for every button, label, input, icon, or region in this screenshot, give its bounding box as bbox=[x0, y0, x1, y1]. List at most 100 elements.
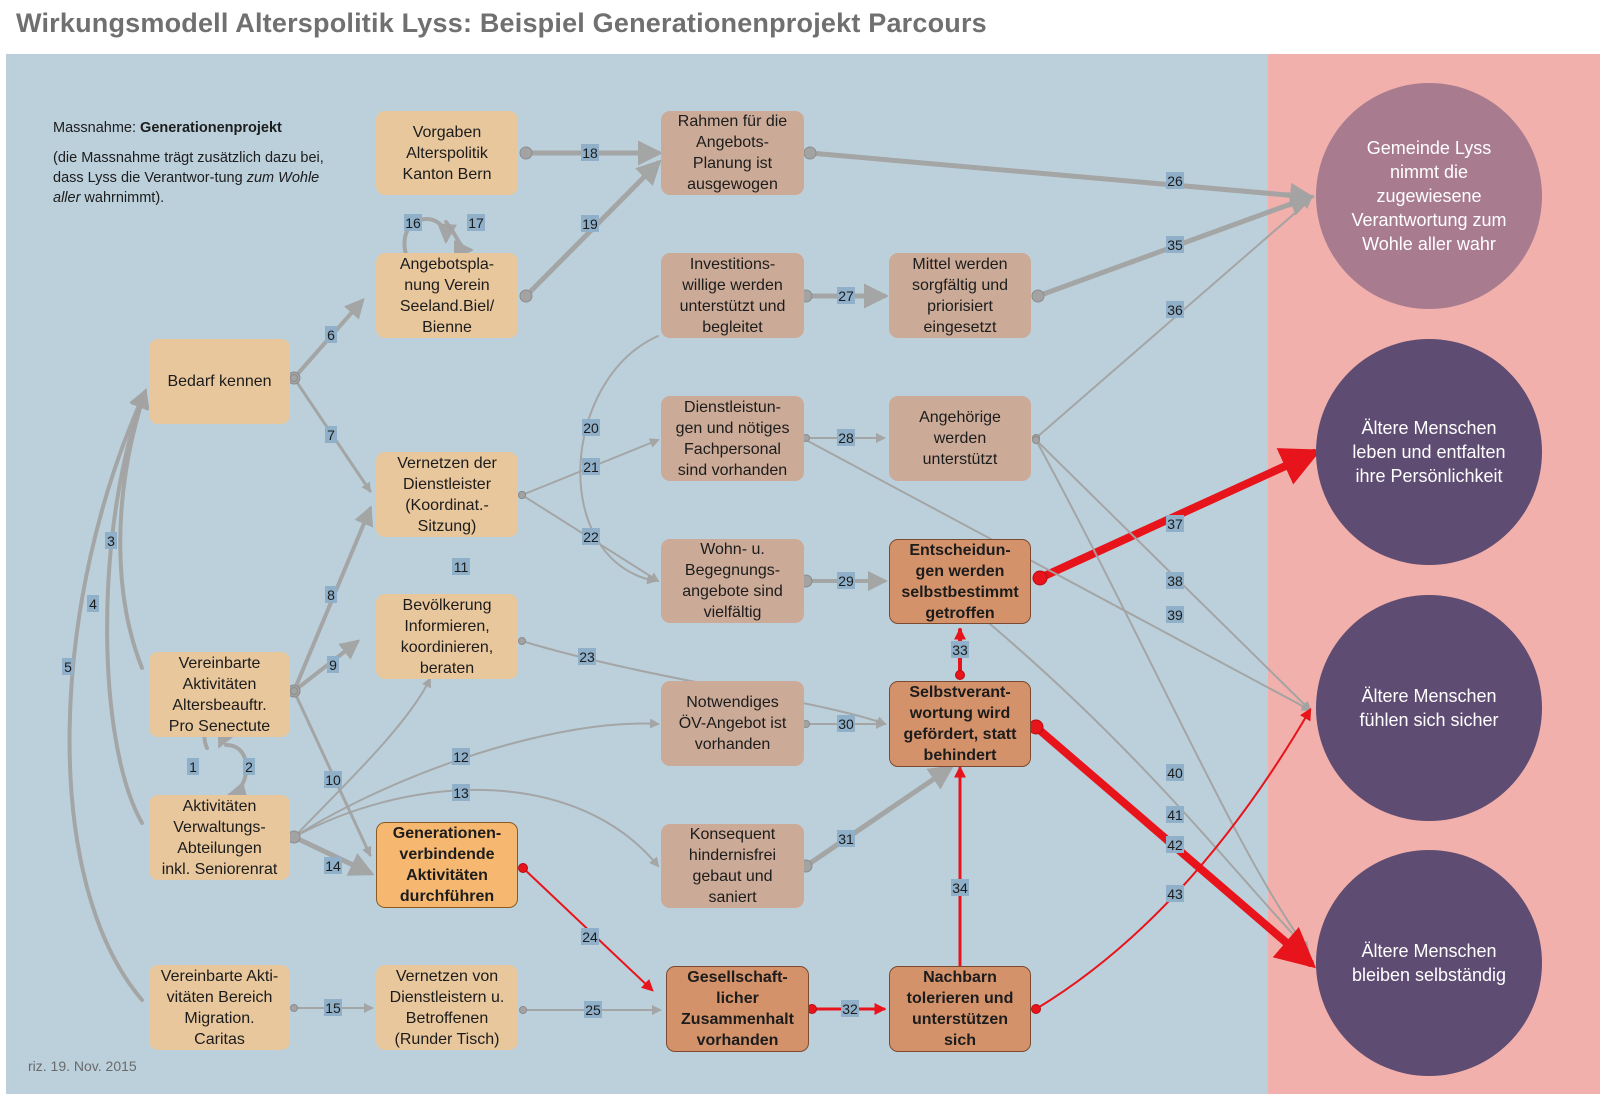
edge-label: 11 bbox=[454, 559, 469, 575]
edge-31 bbox=[803, 765, 955, 869]
edge-label-box bbox=[452, 784, 470, 801]
edge-label: 26 bbox=[1167, 173, 1183, 189]
edge-label-box bbox=[452, 558, 470, 575]
edge-label: 5 bbox=[64, 659, 72, 675]
edge-label: 27 bbox=[838, 288, 854, 304]
edge-label-box bbox=[582, 458, 600, 475]
edge-start-dot bbox=[290, 374, 298, 382]
edge-label-box bbox=[467, 214, 485, 231]
edge-label-box bbox=[1166, 236, 1184, 253]
edge-label: 14 bbox=[325, 858, 341, 874]
edge-label: 12 bbox=[453, 749, 469, 765]
edge-label-box bbox=[581, 144, 599, 161]
edge-label-box bbox=[1166, 885, 1184, 902]
edge-label-box bbox=[837, 830, 855, 847]
edge-5 bbox=[67, 388, 148, 1002]
footer-date: riz. 19. Nov. 2015 bbox=[28, 1058, 137, 1074]
edge-label: 8 bbox=[327, 587, 335, 603]
edge-start-dot bbox=[1032, 436, 1040, 444]
edge-label: 38 bbox=[1167, 573, 1183, 589]
edge-13 bbox=[293, 788, 660, 868]
edge-label: 25 bbox=[585, 1002, 601, 1018]
measure-name: Generationenprojekt bbox=[140, 120, 282, 136]
edge-label: 19 bbox=[582, 216, 598, 232]
edge-11 bbox=[293, 677, 431, 838]
edge-label: 35 bbox=[1167, 237, 1183, 253]
node-bedarf-kennen: Bedarf kennen bbox=[149, 339, 290, 424]
edge-label: 22 bbox=[583, 529, 599, 545]
node-aktivitaeten-migration: Vereinbarte Akti- vitäten Bereich Migrat… bbox=[149, 965, 290, 1050]
edge-label-box bbox=[837, 572, 855, 589]
edge-36 bbox=[1035, 198, 1312, 439]
edge-label-box bbox=[62, 658, 74, 675]
edge-label: 42 bbox=[1167, 837, 1183, 853]
edge-start-dot bbox=[1032, 570, 1048, 586]
edge-label-box bbox=[87, 595, 99, 612]
edge-14 bbox=[291, 834, 375, 876]
node-hindernisfrei: Konsequent hindernisfrei gebaut und sani… bbox=[661, 824, 804, 908]
node-selbstverantwortung: Selbstverant- wortung wird gefördert, st… bbox=[889, 681, 1031, 767]
edge-26 bbox=[807, 150, 1315, 208]
edge-label-box bbox=[837, 715, 855, 732]
edge-20 bbox=[579, 335, 659, 585]
edge-label: 41 bbox=[1167, 807, 1183, 823]
page-title: Wirkungsmodell Alterspolitik Lyss: Beisp… bbox=[16, 8, 987, 38]
node-vernetzen-dienstleister: Vernetzen der Dienstleister (Koordinat.-… bbox=[376, 452, 518, 537]
edge-label-box bbox=[951, 879, 969, 896]
edge-start-dot bbox=[1031, 1004, 1041, 1014]
edge-label: 3 bbox=[107, 533, 115, 549]
edge-label: 1 bbox=[189, 759, 197, 775]
edge-start-dot bbox=[290, 687, 298, 695]
edge-label-box bbox=[325, 586, 337, 603]
outcome-gemeinde-verantwortung: Gemeinde Lyss nimmt die zugewiesene Vera… bbox=[1316, 83, 1542, 309]
node-generationen-aktivitaeten: Generationen- verbindende Aktivitäten du… bbox=[376, 822, 518, 908]
edge-label-box bbox=[404, 214, 422, 231]
edge-3 bbox=[105, 388, 149, 825]
edge-label: 23 bbox=[579, 649, 595, 665]
edge-label-box bbox=[578, 648, 596, 665]
edge-start-dot bbox=[955, 670, 965, 680]
edge-16 bbox=[402, 217, 458, 257]
edge-label: 13 bbox=[453, 785, 469, 801]
measure-label: Massnahme: bbox=[53, 120, 141, 136]
edge-12 bbox=[293, 718, 660, 838]
edge-label-box bbox=[1166, 301, 1184, 318]
edge-label: 30 bbox=[838, 716, 854, 732]
node-oev-angebot: Notwendiges ÖV-Angebot ist vorhanden bbox=[661, 681, 804, 766]
outcome-entfalten: Ältere Menschen leben und entfalten ihre… bbox=[1316, 339, 1542, 565]
node-rahmen-angebotsplanung: Rahmen für die Angebots- Planung ist aus… bbox=[661, 111, 804, 195]
edge-label-box bbox=[452, 748, 470, 765]
edge-label: 18 bbox=[582, 145, 598, 161]
edge-label: 15 bbox=[325, 1000, 341, 1016]
edge-label: 17 bbox=[468, 215, 484, 231]
outcome-sicher: Ältere Menschen fühlen sich sicher bbox=[1316, 595, 1542, 821]
measure-note: Massnahme: Generationenprojekt (die Mass… bbox=[53, 118, 343, 208]
edge-label: 31 bbox=[838, 831, 854, 847]
edge-label-box bbox=[1166, 764, 1184, 781]
node-runder-tisch: Vernetzen von Dienstleistern u. Betroffe… bbox=[376, 965, 518, 1050]
edge-start-dot bbox=[519, 146, 533, 160]
edge-start-dot bbox=[803, 146, 817, 160]
edge-label-box bbox=[1166, 172, 1184, 189]
edge-label: 6 bbox=[327, 327, 335, 343]
edge-43 bbox=[1035, 707, 1312, 1010]
edge-40 bbox=[1035, 439, 1310, 952]
edge-label-box bbox=[105, 532, 117, 549]
edge-label-box bbox=[1166, 806, 1184, 823]
edge-label-box bbox=[324, 999, 342, 1016]
edge-label-box bbox=[582, 528, 600, 545]
edge-4 bbox=[118, 388, 150, 670]
edge-label: 40 bbox=[1167, 765, 1183, 781]
edge-start-dot bbox=[518, 491, 526, 499]
edge-9 bbox=[292, 639, 361, 693]
edge-label: 33 bbox=[952, 642, 968, 658]
node-mittel-sorgfaeltig: Mittel werden sorgfältig und priorisiert… bbox=[889, 253, 1031, 338]
edge-start-dot bbox=[519, 289, 533, 303]
node-dienstleistungen-fachpersonal: Dienstleistun- gen und nötiges Fachperso… bbox=[661, 396, 804, 481]
edge-label: 36 bbox=[1167, 302, 1183, 318]
edge-label-box bbox=[1166, 606, 1184, 623]
edge-label: 20 bbox=[583, 420, 599, 436]
edge-label-box bbox=[324, 771, 342, 788]
edge-label-box bbox=[581, 928, 599, 945]
edge-label-box bbox=[243, 758, 255, 775]
